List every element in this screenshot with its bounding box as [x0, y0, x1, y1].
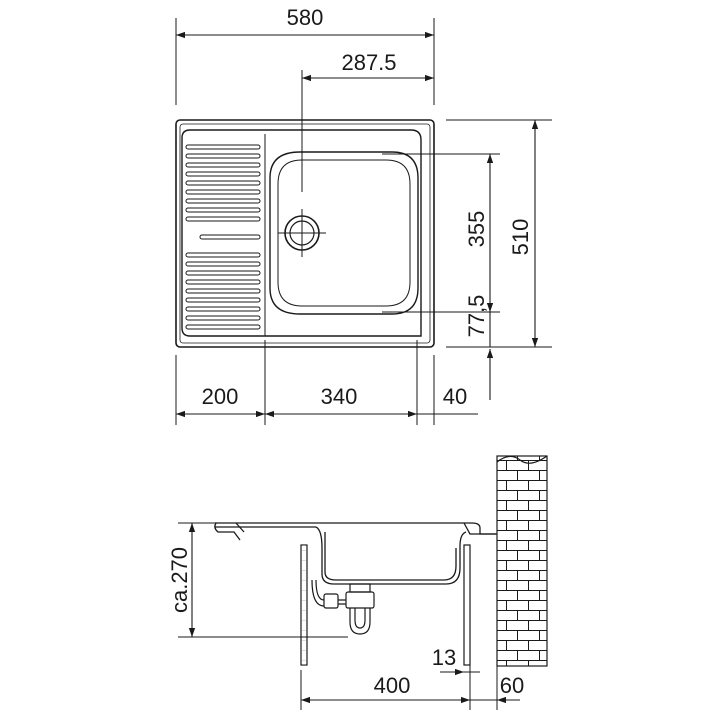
dim-bowl-width: 340: [321, 384, 358, 409]
waste-outlet: [278, 209, 326, 257]
sink-profile: [214, 522, 497, 585]
dim-rear-offset: 77,5: [464, 295, 489, 338]
dim-wall-offset: 60: [500, 673, 524, 698]
top-view: 580 287.5 355 510 77,5 200 340 40: [175, 5, 552, 425]
waste-trap: [311, 579, 375, 635]
dim-wall-gap: 13: [432, 645, 456, 670]
dim-bowl-depth: 355: [464, 211, 489, 248]
dim-waste-offset: 287.5: [341, 50, 396, 75]
sink-rim: [179, 123, 431, 344]
dim-overall-width: 580: [287, 5, 324, 30]
bowl-inner: [277, 159, 411, 307]
side-dimension-lines: [188, 523, 520, 704]
dim-edge-width: 40: [443, 384, 467, 409]
drainer-grooves: [185, 144, 261, 330]
dim-drainer-width: 200: [202, 384, 239, 409]
drainer-board: [181, 129, 422, 337]
sink-outline: [175, 119, 435, 348]
top-extension-lines: [175, 18, 552, 425]
cabinet-walls: [300, 544, 471, 666]
brick-wall: [496, 455, 548, 667]
side-view: ca.270 13 400 60: [167, 455, 548, 710]
dim-overall-depth: 510: [508, 219, 533, 256]
side-extension-lines: [178, 522, 498, 710]
bowl-outer: [269, 151, 419, 315]
dim-side-height: ca.270: [167, 547, 192, 613]
dim-cabinet-width: 400: [374, 673, 411, 698]
top-dimension-lines: [176, 31, 539, 418]
